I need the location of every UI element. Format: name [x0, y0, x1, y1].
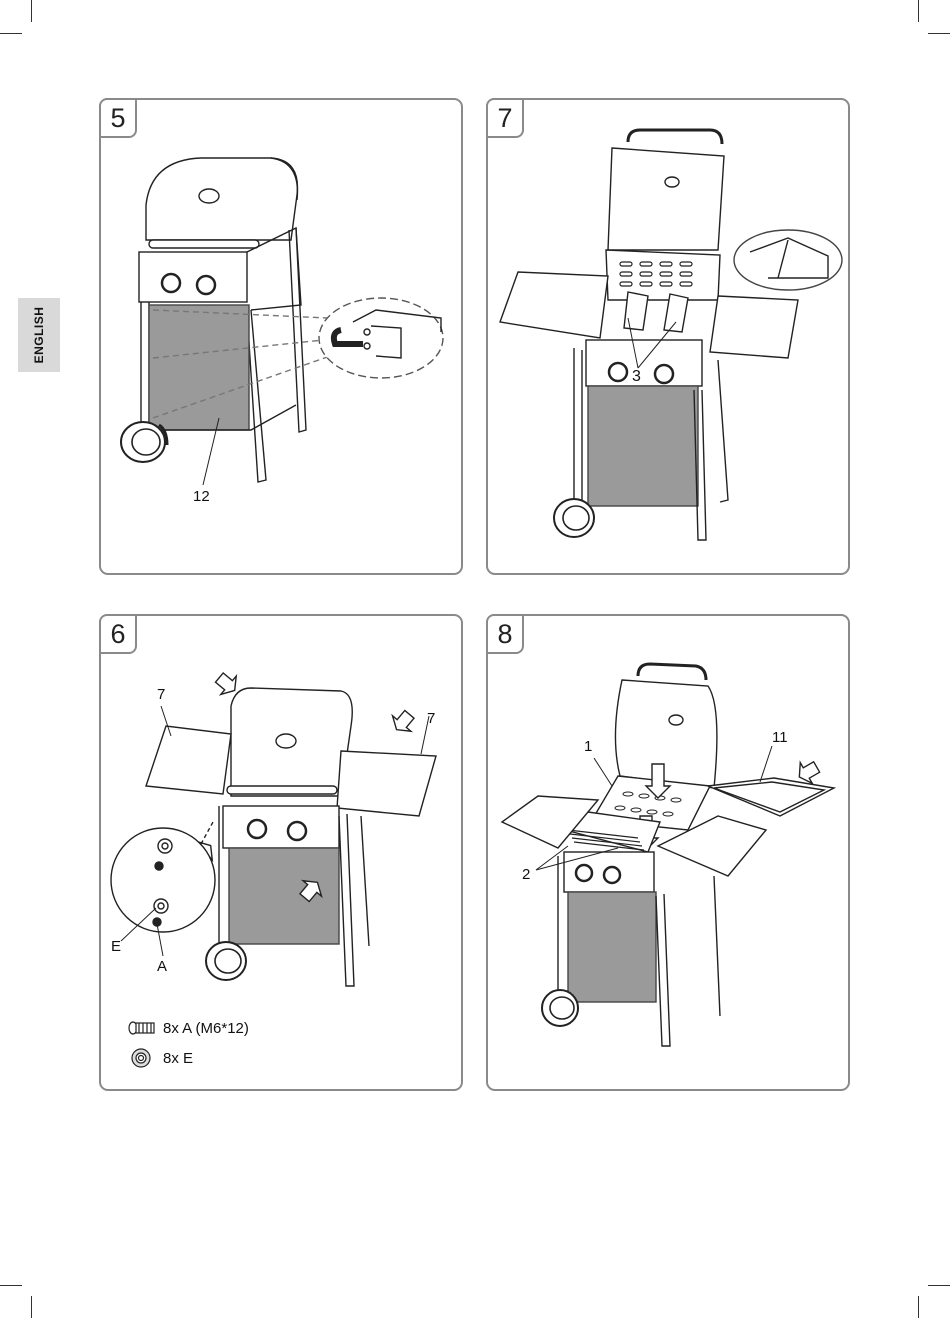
crop-mark	[918, 1296, 919, 1318]
step-6-panel: 6	[99, 614, 463, 1091]
part-label-1: 1	[584, 738, 592, 755]
language-tab: ENGLISH	[18, 298, 60, 372]
crop-mark	[928, 33, 950, 34]
part-label-11: 11	[772, 729, 788, 746]
part-label-7-left: 7	[157, 686, 165, 703]
step-5-panel: 5	[99, 98, 463, 575]
grill-grate-illustration	[488, 616, 848, 1089]
crop-mark	[31, 0, 32, 22]
part-label-e: E	[111, 938, 121, 955]
grill-side-panel-illustration	[101, 100, 461, 573]
crop-mark	[0, 1285, 22, 1286]
language-tab-label: ENGLISH	[32, 307, 46, 364]
part-label-2: 2	[522, 866, 530, 883]
crop-mark	[918, 0, 919, 22]
step-7-panel: 7	[486, 98, 850, 575]
part-label-a: A	[157, 958, 167, 975]
parts-legend-screw: 8x A (M6*12)	[163, 1020, 249, 1037]
step-8-panel: 8	[486, 614, 850, 1091]
part-label-12: 12	[193, 488, 210, 505]
crop-mark	[31, 1296, 32, 1318]
grill-burner-illustration	[488, 100, 848, 573]
crop-mark	[928, 1285, 950, 1286]
grill-shelf-illustration	[101, 616, 461, 1089]
crop-mark	[0, 33, 22, 34]
part-label-3: 3	[632, 368, 641, 386]
part-label-7-right: 7	[427, 710, 435, 727]
parts-legend-washer: 8x E	[163, 1050, 193, 1067]
